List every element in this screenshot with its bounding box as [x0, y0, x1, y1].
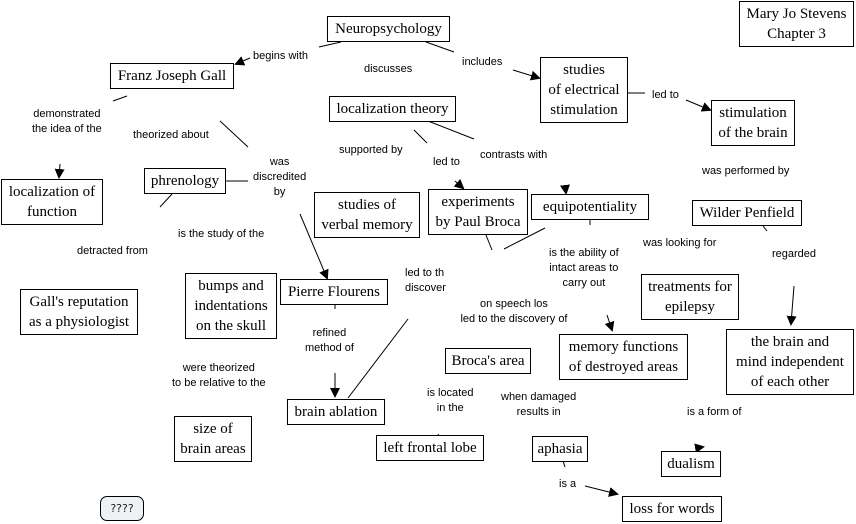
unknown-button[interactable]: ???? — [100, 496, 144, 521]
link-detracted-from: detracted from — [77, 245, 148, 257]
line-neuro-beginswith — [318, 41, 342, 48]
link-is-a-form-of: is a form of — [687, 406, 742, 418]
line-isaformof-dualism — [694, 443, 705, 454]
concept-gall-reputation[interactable]: Gall's reputation as a physiologist — [20, 289, 138, 335]
line-regarded-brainmind — [786, 285, 797, 326]
link-discusses: discusses — [364, 63, 413, 75]
line-contrasts-equipot — [560, 184, 570, 195]
link-was-discredited: was discredited by — [253, 156, 307, 198]
line-demonstrated-localization — [54, 163, 65, 179]
link-led-to-discover: led to th discover — [405, 267, 446, 294]
concept-loss-for-words[interactable]: loss for words — [622, 496, 722, 522]
link-contrasts-with: contrasts with — [480, 149, 548, 161]
link-speech-loss: on speech los led to the discovery of — [460, 298, 568, 325]
line-broca-speech — [485, 234, 493, 251]
concept-memory-functions[interactable]: memory functions of destroyed areas — [559, 334, 688, 380]
concept-pierre-flourens[interactable]: Pierre Flourens — [280, 279, 388, 305]
link-supported-by: supported by — [339, 144, 403, 156]
line-beginswith-gall — [234, 56, 251, 66]
concept-equipotentiality[interactable]: equipotentiality — [531, 194, 649, 220]
line-gall-theorized — [219, 120, 249, 148]
line-neuro-includes — [425, 41, 455, 53]
concept-size-brain-areas[interactable]: size of brain areas — [174, 416, 252, 462]
concept-treatments-epilepsy[interactable]: treatments for epilepsy — [641, 274, 739, 320]
link-when-damaged: when damaged results in — [501, 391, 577, 418]
concept-localization-theory[interactable]: localization theory — [329, 96, 456, 122]
line-ledto-stimulation — [685, 99, 712, 112]
concept-bumps-indentations[interactable]: bumps and indentations on the skull — [185, 273, 277, 339]
link-led-to-stimulation: led to — [652, 89, 679, 101]
line-equipot-broca — [503, 227, 546, 250]
link-demonstrated: demonstrated the idea of the — [32, 108, 102, 135]
line-discredited-flourens — [299, 213, 329, 280]
link-includes: includes — [462, 56, 503, 68]
line-aphasia-isa — [562, 460, 566, 468]
concept-stimulation-of-brain[interactable]: stimulation of the brain — [711, 100, 795, 146]
concept-electrical-stimulation[interactable]: studies of electrical stimulation — [540, 57, 628, 123]
link-theorized-about: theorized about — [133, 129, 209, 141]
concept-localization-of-function[interactable]: localization of function — [1, 179, 103, 225]
line-penfield-regarded — [762, 225, 768, 232]
concept-brocas-area[interactable]: Broca's area — [445, 348, 531, 374]
link-was-performed-by: was performed by — [702, 165, 790, 177]
link-ability-of: is the ability of intact areas to carry … — [549, 247, 619, 289]
link-was-looking-for: was looking for — [643, 237, 717, 249]
line-ability-memory — [604, 314, 615, 332]
link-theorized-relative: were theorized to be relative to the — [172, 362, 266, 389]
link-is-study-of: is the study of the — [178, 228, 265, 240]
link-refined-method: refined method of — [305, 327, 354, 354]
line-localtheory-supported — [413, 129, 428, 144]
concept-left-frontal-lobe[interactable]: left frontal lobe — [376, 435, 484, 461]
line-phrenology-study — [159, 193, 173, 208]
concept-brain-mind-independent[interactable]: the brain and mind independent of each o… — [726, 329, 854, 395]
line-isa-loss — [584, 485, 619, 497]
line-localtheory-contrasts — [427, 120, 475, 140]
line-includes-electrical — [512, 69, 541, 81]
concept-wilder-penfield[interactable]: Wilder Penfield — [692, 200, 802, 226]
concept-broca-experiments[interactable]: experiments by Paul Broca — [428, 189, 528, 235]
author-box[interactable]: Mary Jo Stevens Chapter 3 — [739, 1, 854, 47]
link-begins-with: begins with — [253, 50, 309, 62]
concept-neuropsychology[interactable]: Neuropsychology — [327, 16, 450, 42]
link-led-to-broca: led to — [433, 156, 460, 168]
link-regarded: regarded — [772, 248, 817, 260]
line-gall-demonstrated — [112, 95, 128, 102]
concept-dualism[interactable]: dualism — [661, 451, 721, 477]
concept-aphasia[interactable]: aphasia — [532, 436, 588, 462]
concept-franz-joseph-gall[interactable]: Franz Joseph Gall — [110, 63, 234, 89]
concept-verbal-memory[interactable]: studies of verbal memory — [314, 192, 420, 238]
line-ledto-broca — [453, 178, 465, 190]
link-is-a: is a — [559, 478, 577, 490]
concept-brain-ablation[interactable]: brain ablation — [287, 399, 385, 425]
line-ablation-discover — [347, 318, 409, 399]
concept-phrenology[interactable]: phrenology — [144, 168, 226, 194]
link-is-located: is located in the — [427, 387, 474, 414]
